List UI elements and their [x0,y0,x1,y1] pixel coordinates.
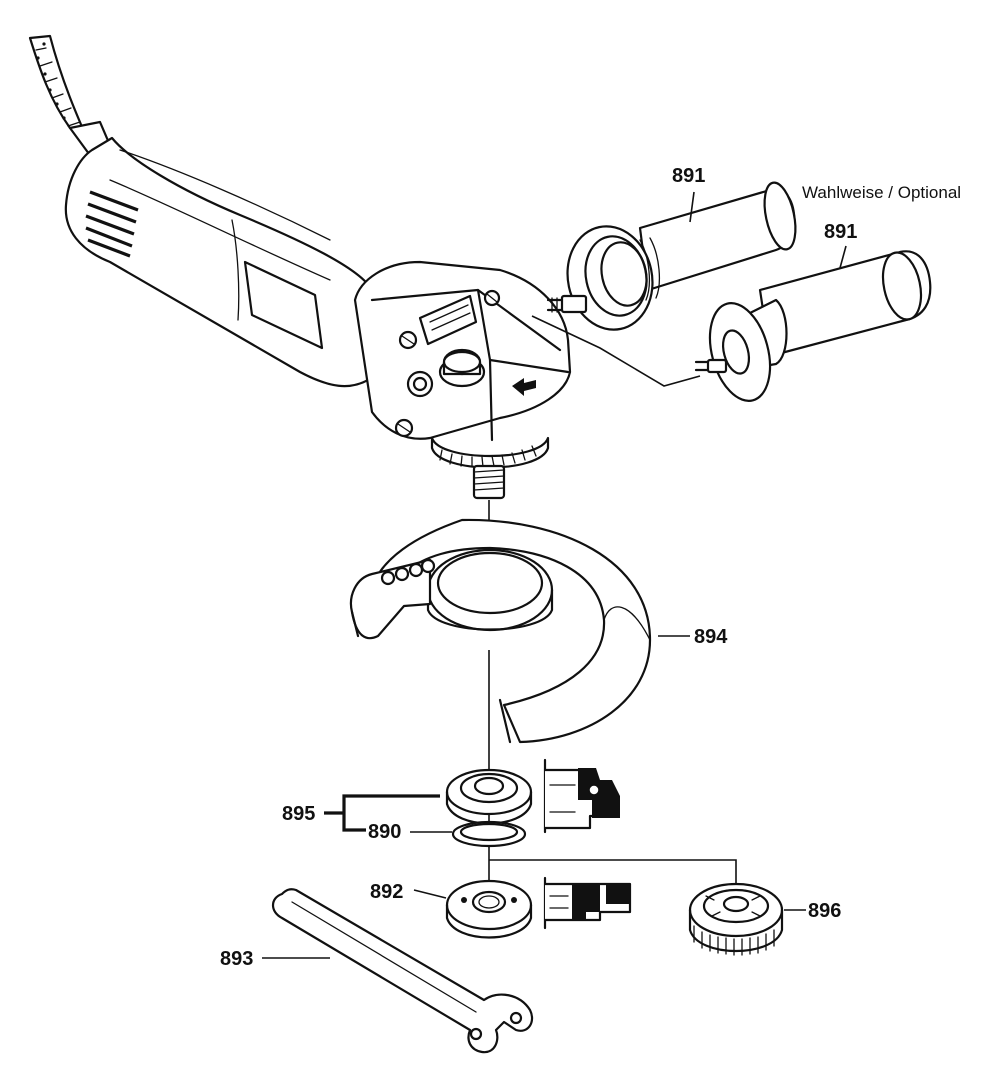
label-892-clamp-nut: 892 [370,881,403,903]
label-891-standard-handle: 891 [824,221,857,243]
o-ring [451,820,527,848]
backing-flange [445,768,533,825]
wheel-guard [349,518,652,744]
quick-clamp-nut [688,882,784,956]
label-895-flange-set: 895 [282,803,315,825]
label-896-quick-nut: 896 [808,900,841,922]
spindle-collar [430,436,550,469]
threaded-spindle [472,464,506,500]
pin-spanner [271,888,534,1054]
label-891-optional-handle: 891 [672,165,705,187]
spindle-lock-button [438,348,486,388]
power-cord [28,34,114,160]
label-893-spanner: 893 [220,948,253,970]
label-890-o-ring: 890 [368,821,401,843]
leader-lines [262,191,847,959]
part-labels: 891 Wahlweise / Optional 891 894 895 890… [220,165,961,970]
flange-cross-section [543,758,620,834]
clamp-nut-cross-section [543,876,632,930]
side-handle-standard [694,250,932,402]
label-894-wheel-guard: 894 [694,626,728,648]
vent-slots [85,190,139,258]
angle-grinder-body [64,136,572,500]
optional-note: Wahlweise / Optional [802,183,961,202]
side-handle-optional [546,181,797,331]
clamp-nut [445,879,533,939]
